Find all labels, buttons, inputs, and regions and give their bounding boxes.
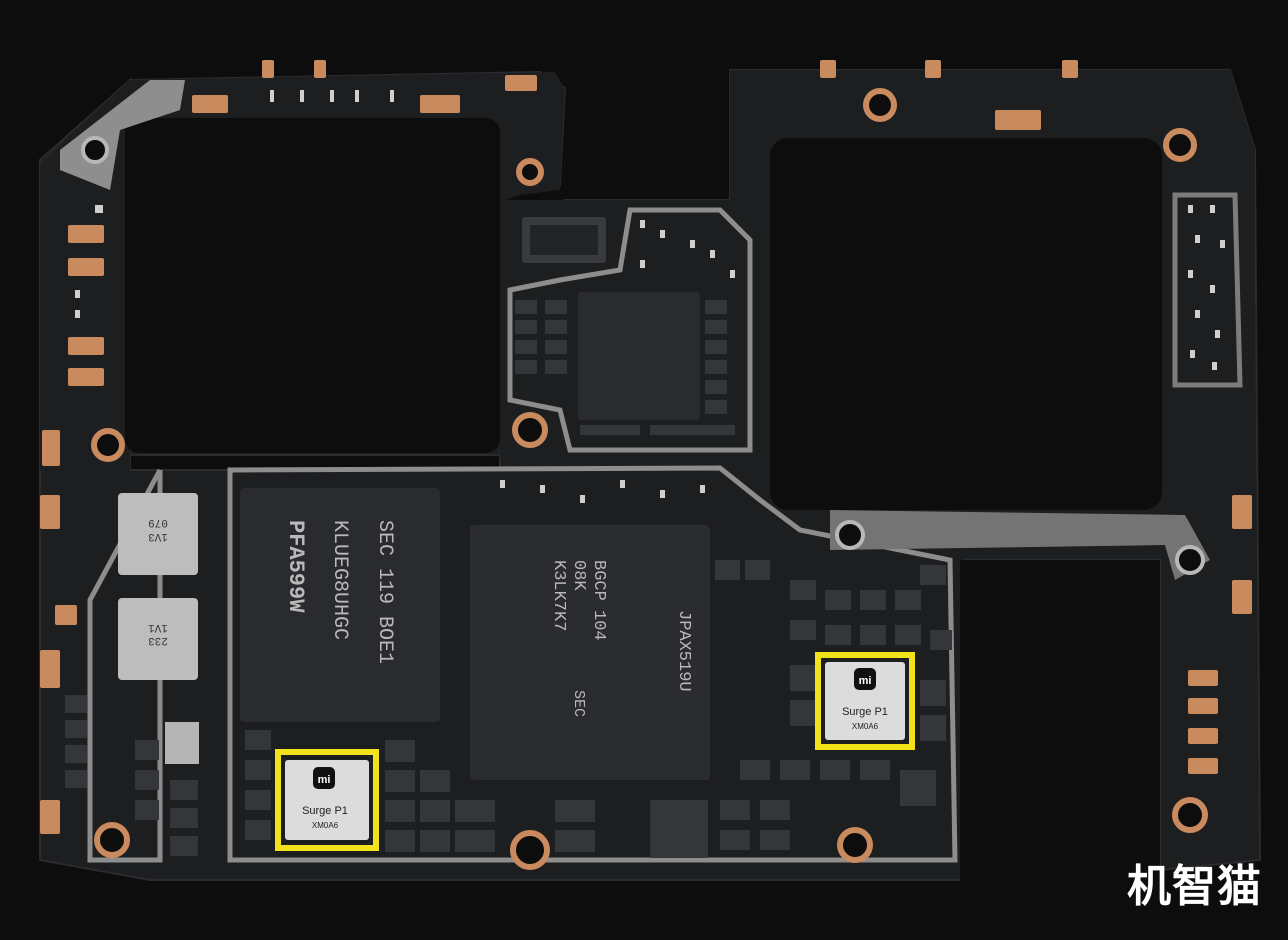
soc-chip-line4: 104 [589,610,608,641]
surge-chip-left: mi Surge P1 XM0A6 [275,749,379,851]
memory-chip-line1: SEC 119 BOE1 [373,520,396,664]
svg-text:mi: mi [859,675,872,687]
surge-chip-label: Surge P1 [842,706,888,718]
pmic-chips [118,493,199,764]
soc-chip-line1: K3LK7K7 [549,560,568,631]
svg-text:mi: mi [318,774,331,786]
mi-logo-icon [313,767,335,789]
surge-chip-right: mi Surge P1 XM0A6 [815,652,915,750]
soc-chip-line3: BGCP [589,560,608,601]
soc-chip-line6: JPAX519U [674,610,693,692]
surge-chip-sub: XM0A6 [852,722,879,731]
svg-text:1V3: 1V3 [148,530,168,542]
memory-chip-line2: KLUEG8UHGC [328,520,351,640]
svg-text:1V1: 1V1 [148,621,168,633]
watermark-text: 机智猫 [1127,861,1262,912]
soc-chip-marking: K3LK7K7 08K BGCP 104 SEC JPAX519U [549,560,693,717]
memory-chip [240,488,440,722]
copper-pads [40,60,1252,834]
soc-chip-line5: SEC [570,690,587,717]
memory-chip-marking: SEC 119 BOE1 KLUEG8UHGC PFA599W [283,520,396,664]
sensor-chip [522,217,700,420]
mi-logo-icon [854,668,876,690]
memory-chip-line3: PFA599W [283,520,308,613]
metal-bracket [830,510,1210,580]
surge-chip-sub: XM0A6 [312,821,339,830]
small-resistors [75,90,1225,503]
svg-text:233: 233 [148,634,168,646]
soc-chip [470,525,710,780]
pmic-marking: 079 1V3 1V1 233 [148,516,168,646]
soc-chip-line2: 08K [569,560,588,591]
svg-text:079: 079 [148,516,168,528]
screw-holes [81,88,1208,870]
smd-components [65,300,952,858]
surge-chip-label: Surge P1 [302,805,348,817]
